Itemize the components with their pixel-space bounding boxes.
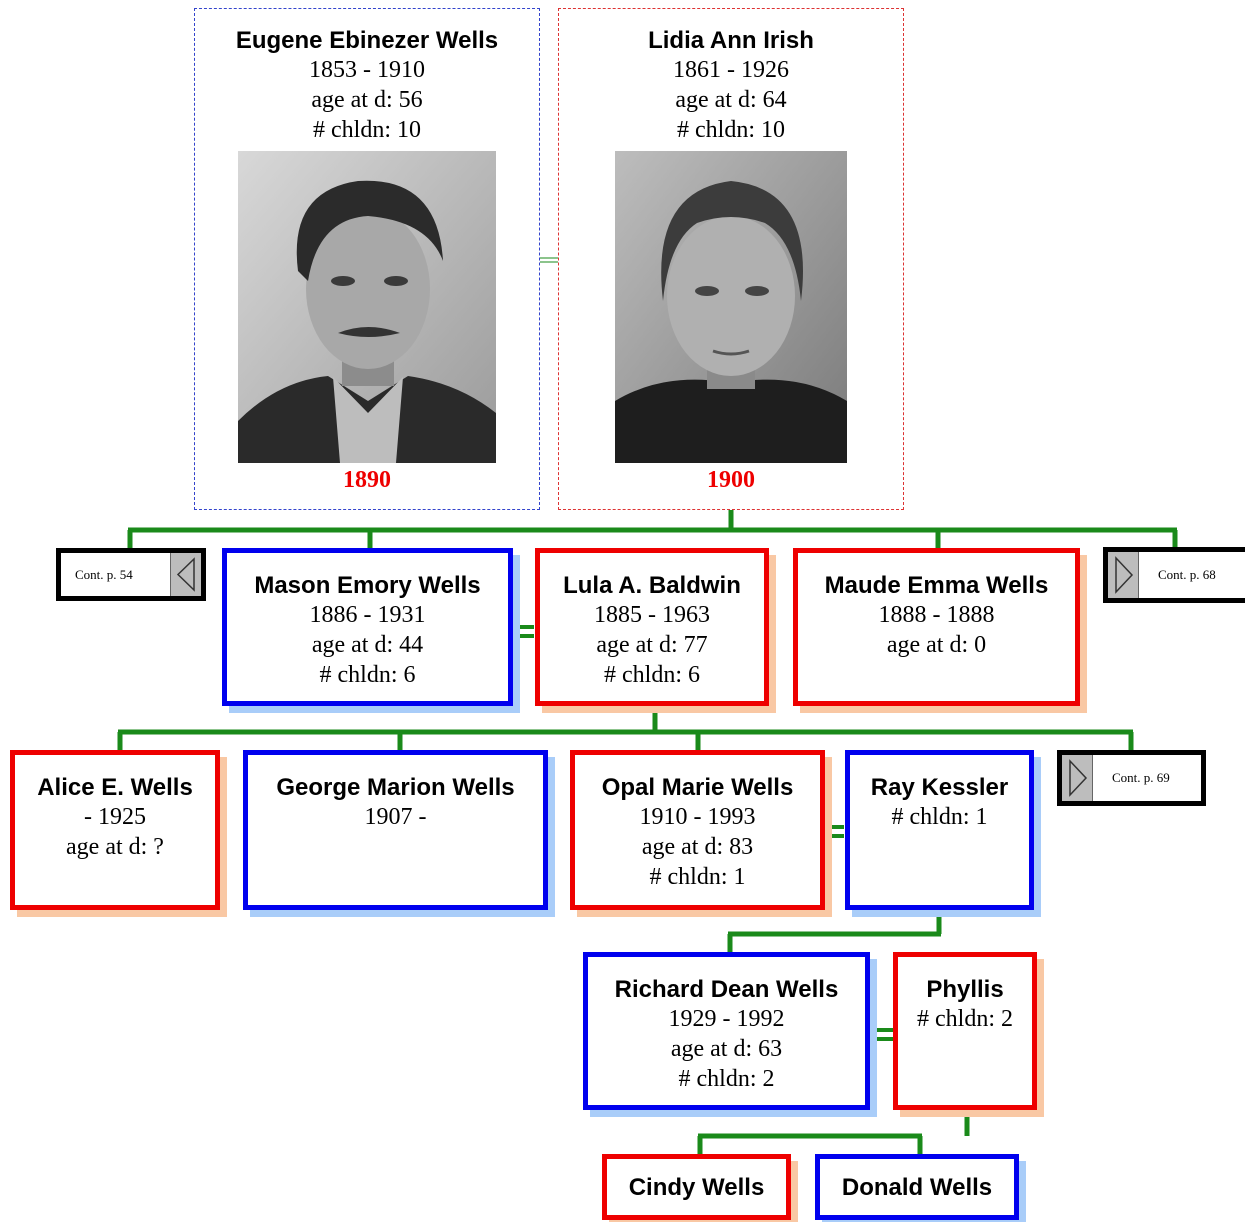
portrait-photo-woman xyxy=(615,151,847,463)
continuation-label: Cont. p. 54 xyxy=(75,567,133,582)
person-age: age at d: 44 xyxy=(311,632,424,658)
person-name: Opal Marie Wells xyxy=(601,774,794,801)
continuation-link-p69[interactable]: Cont. p. 69 xyxy=(1057,750,1206,806)
person-children-count: # chldn: 10 xyxy=(313,117,421,143)
person-children-count: # chldn: 1 xyxy=(891,804,988,830)
person-children-count: # chldn: 1 xyxy=(649,864,746,890)
person-age: age at d: 77 xyxy=(596,632,708,658)
person-card-mason[interactable]: Mason Emory Wells 1886 - 1931 age at d: … xyxy=(222,548,513,706)
person-name: Phyllis xyxy=(926,976,1004,1003)
person-card-donald[interactable]: Donald Wells xyxy=(815,1154,1019,1220)
arrow-right-icon xyxy=(1062,755,1093,801)
person-age: age at d: 83 xyxy=(641,834,754,860)
person-name: Alice E. Wells xyxy=(37,774,193,801)
person-name: Donald Wells xyxy=(841,1174,993,1201)
person-dates: 1885 - 1963 xyxy=(594,602,710,628)
person-card-lidia[interactable]: Lidia Ann Irish 1861 - 1926 age at d: 64… xyxy=(558,8,904,510)
person-name: Eugene Ebinezer Wells xyxy=(235,27,499,54)
person-age: age at d: 0 xyxy=(886,632,987,658)
person-card-ray[interactable]: Ray Kessler # chldn: 1 xyxy=(845,750,1034,910)
person-children-count: # chldn: 2 xyxy=(917,1006,1013,1032)
person-card-george[interactable]: George Marion Wells 1907 - xyxy=(243,750,548,910)
person-card-phyllis[interactable]: Phyllis # chldn: 2 xyxy=(893,952,1037,1110)
person-card-maude[interactable]: Maude Emma Wells 1888 - 1888 age at d: 0 xyxy=(793,548,1080,706)
person-name: Lula A. Baldwin xyxy=(563,572,741,599)
person-name: George Marion Wells xyxy=(276,774,515,801)
person-card-eugene[interactable]: Eugene Ebinezer Wells 1853 - 1910 age at… xyxy=(194,8,540,510)
continuation-link-p68[interactable]: Cont. p. 68 xyxy=(1103,547,1245,603)
person-children-count: # chldn: 6 xyxy=(604,662,700,688)
photo-year: 1890 xyxy=(343,467,391,493)
person-dates: 1861 - 1926 xyxy=(673,57,789,83)
person-children-count: # chldn: 2 xyxy=(678,1066,775,1092)
person-dates: 1886 - 1931 xyxy=(309,602,426,628)
person-age: age at d: 64 xyxy=(675,87,787,113)
arrow-left-icon xyxy=(170,553,201,596)
person-name: Richard Dean Wells xyxy=(614,976,839,1003)
person-dates: 1853 - 1910 xyxy=(309,57,425,83)
person-name: Cindy Wells xyxy=(628,1174,765,1201)
person-card-lula[interactable]: Lula A. Baldwin 1885 - 1963 age at d: 77… xyxy=(535,548,769,706)
person-card-alice[interactable]: Alice E. Wells - 1925 age at d: ? xyxy=(10,750,220,910)
person-card-opal[interactable]: Opal Marie Wells 1910 - 1993 age at d: 8… xyxy=(570,750,825,910)
person-name: Mason Emory Wells xyxy=(254,572,481,599)
continuation-label: Cont. p. 69 xyxy=(1112,770,1170,785)
person-dates: 1907 - xyxy=(364,804,427,830)
person-card-cindy[interactable]: Cindy Wells xyxy=(602,1154,791,1220)
person-name: Lidia Ann Irish xyxy=(648,27,814,54)
portrait-photo-man xyxy=(238,151,496,463)
person-age: age at d: 63 xyxy=(670,1036,783,1062)
person-children-count: # chldn: 10 xyxy=(677,117,785,143)
person-name: Maude Emma Wells xyxy=(824,572,1049,599)
arrow-right-icon xyxy=(1108,552,1139,598)
person-card-richard[interactable]: Richard Dean Wells 1929 - 1992 age at d:… xyxy=(583,952,870,1110)
person-name: Ray Kessler xyxy=(870,774,1009,801)
person-dates: - 1925 xyxy=(84,804,146,830)
person-dates: 1929 - 1992 xyxy=(668,1006,785,1032)
person-dates: 1910 - 1993 xyxy=(639,804,756,830)
person-age: age at d: ? xyxy=(66,834,164,860)
continuation-link-p54[interactable]: Cont. p. 54 xyxy=(56,548,206,601)
continuation-label: Cont. p. 68 xyxy=(1158,567,1216,582)
person-age: age at d: 56 xyxy=(311,87,423,113)
person-children-count: # chldn: 6 xyxy=(319,662,416,688)
person-dates: 1888 - 1888 xyxy=(878,602,995,628)
photo-year: 1900 xyxy=(707,467,755,493)
